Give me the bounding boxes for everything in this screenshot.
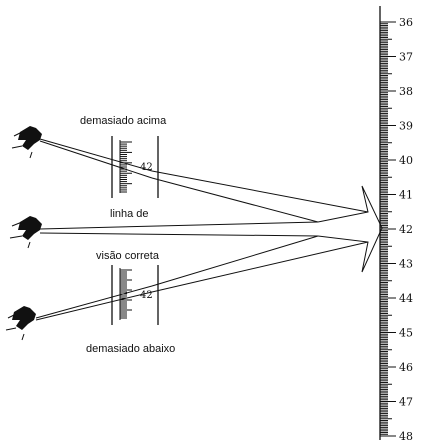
- sightline-mid-1: [39, 221, 319, 230]
- label-too-high: demasiado acima: [80, 115, 167, 127]
- sight-lines: [35, 138, 369, 321]
- gauge-bottom-ticks: [120, 269, 132, 319]
- scale-label: 46: [399, 361, 413, 374]
- sightline-bot-3: [151, 235, 319, 287]
- gauge-top-reading: 42: [140, 162, 153, 173]
- scale-label: 41: [399, 189, 413, 202]
- gauge-top: 42: [111, 136, 159, 198]
- scale-labels: 36 37 38 39 40 41 42 43 44 45 46 47 48: [399, 16, 413, 443]
- scale-label: 48: [399, 430, 413, 443]
- scale-label: 42: [399, 223, 413, 236]
- eye-top-icon: [11, 126, 42, 159]
- scale-label: 40: [399, 154, 413, 167]
- scale-label: 45: [399, 327, 413, 340]
- sightline-mid-2: [39, 232, 319, 237]
- scale-ticks: [380, 21, 396, 437]
- scale-label: 38: [399, 85, 413, 98]
- gauge-bottom-reading: 42: [140, 290, 153, 301]
- scale-label: 47: [399, 396, 413, 409]
- scale-label: 44: [399, 292, 413, 305]
- eye-middle-icon: [9, 216, 42, 249]
- scale-label: 36: [399, 16, 413, 29]
- main-scale: 36 37 38 39 40 41 42 43 44 45 46 47 48: [379, 6, 413, 443]
- sightline-bot-2: [35, 291, 153, 321]
- scale-label: 37: [399, 51, 413, 64]
- sightline-top-4: [151, 177, 319, 223]
- gauge-top-ticks: [120, 141, 132, 193]
- pointer-arrow: [317, 185, 383, 273]
- sightline-bot-4: [151, 241, 369, 293]
- sightline-top-1: [39, 138, 153, 172]
- sightline-top-3: [151, 170, 369, 213]
- eye-bottom-icon: [5, 306, 36, 341]
- label-too-low: demasiado abaixo: [86, 343, 175, 355]
- gauge-bottom: 42: [111, 265, 159, 325]
- sightline-top-2: [39, 140, 153, 179]
- arrow-shape: [317, 185, 383, 273]
- scale-label: 43: [399, 258, 413, 271]
- scale-label: 39: [399, 120, 413, 133]
- sightline-bot-1: [35, 285, 153, 319]
- label-line-of: linha de: [110, 208, 149, 220]
- label-correct-vision: visão correta: [96, 250, 160, 262]
